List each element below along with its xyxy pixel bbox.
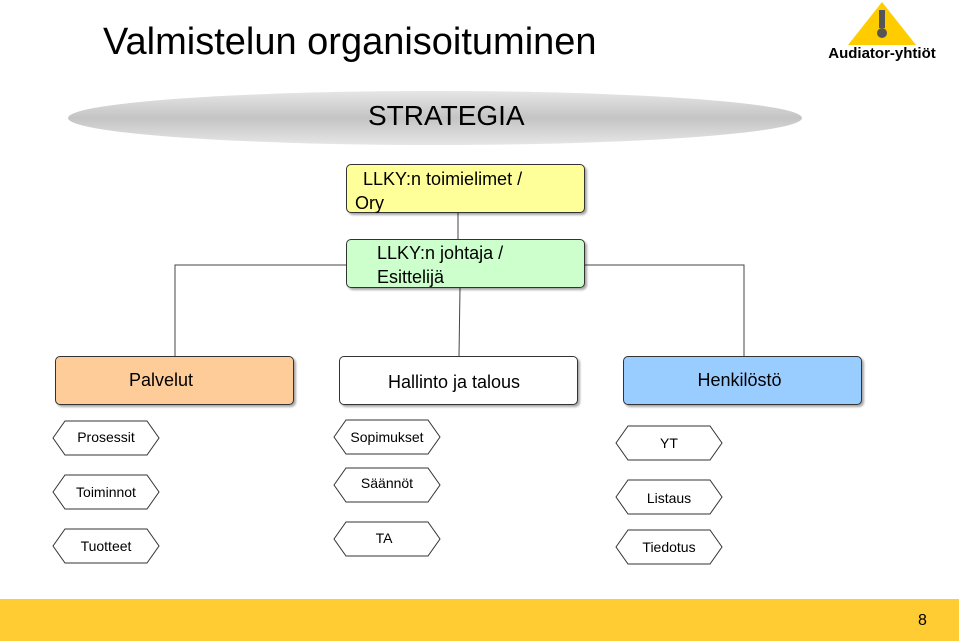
strategy-ellipse <box>68 91 802 145</box>
item-label-tiedotus: Tiedotus <box>642 539 696 555</box>
department-label-hallinto: Hallinto ja talous <box>387 372 521 392</box>
item-label-listaus: Listaus <box>646 490 692 506</box>
board-box <box>346 164 585 213</box>
page-number: 8 <box>918 612 927 629</box>
hexagon-saannot <box>333 467 441 503</box>
item-label-ta: TA <box>375 530 393 546</box>
hexagon-tuotteet <box>52 528 160 564</box>
item-label-toiminnot: Toiminnot <box>76 484 136 500</box>
hexagon-ta <box>333 521 441 557</box>
slide-title: Valmistelun organisoituminen <box>103 21 597 63</box>
connector-director-hallinto <box>458 287 461 357</box>
item-label-saannot: Säännöt <box>360 475 414 491</box>
hexagon-tiedotus <box>615 529 723 565</box>
board-label-line2: Ory <box>355 193 384 213</box>
logo-text: Audiator-yhtiöt <box>828 45 936 62</box>
audiator-logo-icon <box>848 2 916 45</box>
logo-mark-bar <box>879 10 885 28</box>
item-label-prosessit: Prosessit <box>77 429 135 445</box>
director-label-line2: Esittelijä <box>377 267 445 287</box>
hexagon-sopimukset <box>333 419 441 455</box>
director-box <box>346 239 585 288</box>
hexagon-toiminnot <box>52 474 160 510</box>
department-label-palvelut: Palvelut <box>128 370 194 390</box>
department-label-henkilosto: Henkilöstö <box>697 370 782 390</box>
item-label-yt: YT <box>660 435 678 451</box>
hexagon-listaus <box>615 479 723 515</box>
director-label-line1: LLKY:n johtaja / <box>377 243 504 263</box>
department-box-hallinto <box>339 356 578 405</box>
hexagon-yt <box>615 425 723 461</box>
department-box-henkilosto <box>623 356 862 405</box>
footer-bar <box>0 599 959 641</box>
hexagon-prosessit <box>52 420 160 456</box>
logo-mark-dot <box>877 28 887 38</box>
department-box-palvelut <box>55 356 294 405</box>
board-label-line1: LLKY:n toimielimet / <box>363 169 523 189</box>
strategy-label: STRATEGIA <box>368 100 525 131</box>
item-label-tuotteet: Tuotteet <box>80 538 132 554</box>
item-label-sopimukset: Sopimukset <box>350 429 424 445</box>
